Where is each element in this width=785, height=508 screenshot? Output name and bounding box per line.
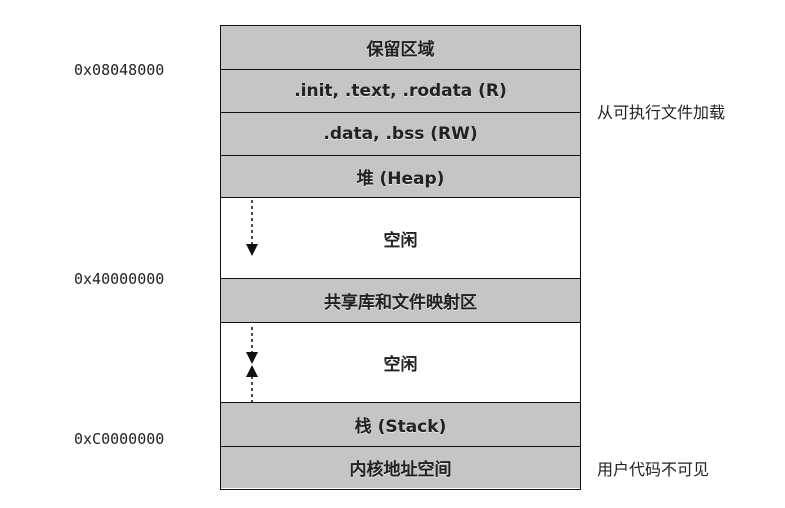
segment-shared-libs: 共享库和文件映射区	[221, 278, 580, 322]
address-label: 0xC0000000	[74, 430, 165, 448]
segment-text: .init, .text, .rodata (R)	[221, 69, 580, 112]
segment-kernel: 内核地址空间	[221, 446, 580, 488]
segment-reserved: 保留区域	[221, 26, 580, 69]
note-invisible-to-user: 用户代码不可见	[597, 460, 710, 479]
segment-data: .data, .bss (RW)	[221, 112, 580, 155]
note-loaded-from-executable: 从可执行文件加载	[597, 103, 726, 122]
address-label: 0x40000000	[74, 270, 165, 288]
segment-heap: 堆 (Heap)	[221, 155, 580, 197]
segment-stack: 栈 (Stack)	[221, 402, 580, 446]
address-label: 0x08048000	[74, 61, 165, 79]
segment-free: 空闲	[221, 322, 580, 402]
segment-free: 空闲	[221, 197, 580, 278]
memory-layout-stack: 保留区域 .init, .text, .rodata (R) .data, .b…	[220, 25, 581, 490]
